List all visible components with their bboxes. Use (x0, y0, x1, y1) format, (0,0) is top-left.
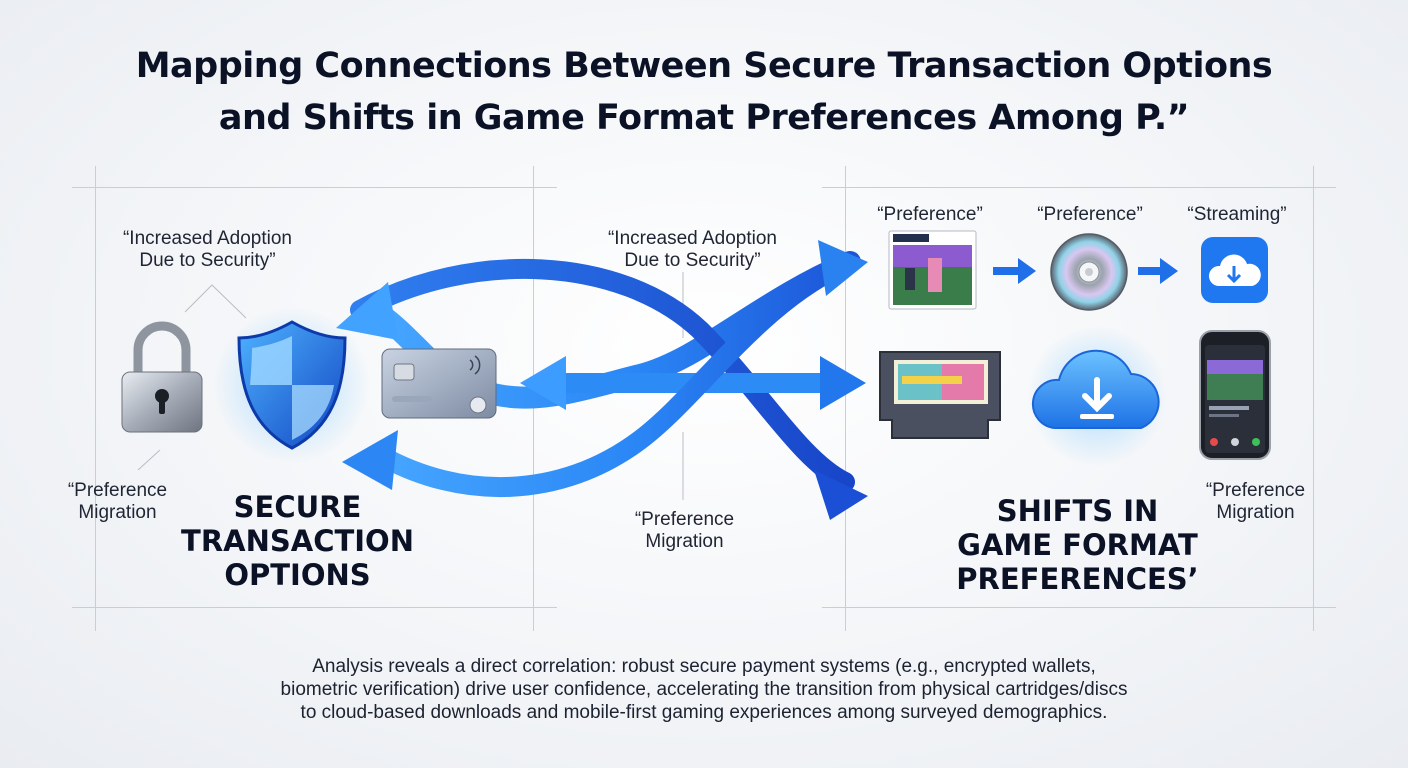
cartridge-icon (879, 351, 1001, 439)
right-bottom-label-line2: Migration (1216, 502, 1295, 523)
arrowhead-left-top (336, 282, 398, 340)
padlock-icon (121, 321, 203, 433)
footer-line1: Analysis reveals a direct correlation: r… (312, 656, 1096, 677)
left-top-label-line1: “Increased Adoption (122, 228, 292, 249)
right-heading-line1: SHIFTS IN (996, 494, 1159, 528)
disc-icon (1050, 233, 1128, 311)
shield-icon (214, 307, 370, 463)
guide-line-bottom-left (72, 607, 557, 608)
title-line-1: Mapping Connections Between Secure Trans… (135, 46, 1273, 86)
arrowhead-left-middle (520, 356, 566, 410)
format-label-2: “Preference” (1037, 204, 1143, 225)
left-heading: SECURE TRANSACTION OPTIONS (160, 490, 435, 592)
left-top-label-line2: Due to Security” (139, 250, 276, 271)
cloud-download-icon (1027, 326, 1167, 466)
center-top-label-line2: Due to Security” (624, 250, 761, 271)
left-heading-line1: SECURE (233, 490, 362, 524)
center-top-label-line1: “Increased Adoption (607, 228, 777, 249)
game-box-icon (888, 230, 977, 310)
footer-line2: biometric verification) drive user confi… (280, 679, 1128, 700)
right-heading: SHIFTS IN GAME FORMAT PREFERENCES’ (935, 494, 1220, 596)
guide-line-v4 (1313, 166, 1314, 631)
right-heading-line2: GAME FORMAT (957, 528, 1198, 562)
guide-line-top-right (822, 187, 1336, 188)
right-bottom-label-line1: “Preference (1205, 480, 1306, 501)
arrowhead-right-bottom (814, 470, 868, 520)
flow-arrow-cross (350, 258, 855, 492)
arrowhead-left-bottom (342, 430, 398, 490)
footer-description: Analysis reveals a direct correlation: r… (154, 655, 1254, 724)
title-line-2: and Shifts in Game Format Preferences Am… (218, 98, 1190, 138)
guide-line-top-left (72, 187, 557, 188)
format-label-3: “Streaming” (1187, 204, 1287, 225)
format-label-1: “Preference” (877, 204, 983, 225)
footer-line3: to cloud-based downloads and mobile-firs… (300, 702, 1108, 723)
right-heading-line3: PREFERENCES’ (956, 562, 1199, 596)
guide-line-bottom-right (822, 607, 1336, 608)
center-bottom-label: “Preference Migration (622, 509, 747, 553)
credit-card-icon (381, 348, 497, 419)
guide-line-v1 (95, 166, 96, 631)
center-top-label: “Increased Adoption Due to Security” (585, 228, 800, 272)
left-bottom-label: “Preference Migration (55, 480, 180, 524)
arrowhead-right-middle (820, 356, 866, 410)
smartphone-icon (1199, 330, 1271, 460)
left-heading-line2: TRANSACTION (181, 524, 414, 558)
left-bottom-label-line1: “Preference (67, 480, 168, 501)
center-bottom-label-line1: “Preference (634, 509, 735, 530)
left-bottom-label-line2: Migration (78, 502, 157, 523)
cloud-download-app-icon (1201, 237, 1268, 303)
arrowhead-right-top (818, 240, 868, 296)
page-title: Mapping Connections Between Secure Trans… (0, 40, 1408, 144)
left-heading-line3: OPTIONS (224, 558, 371, 592)
left-top-label: “Increased Adoption Due to Security” (100, 228, 315, 272)
flow-arrow-bottom (370, 252, 860, 498)
center-bottom-label-line2: Migration (645, 531, 724, 552)
guide-line-v3 (845, 166, 846, 631)
right-bottom-label: “Preference Migration (1193, 480, 1318, 524)
